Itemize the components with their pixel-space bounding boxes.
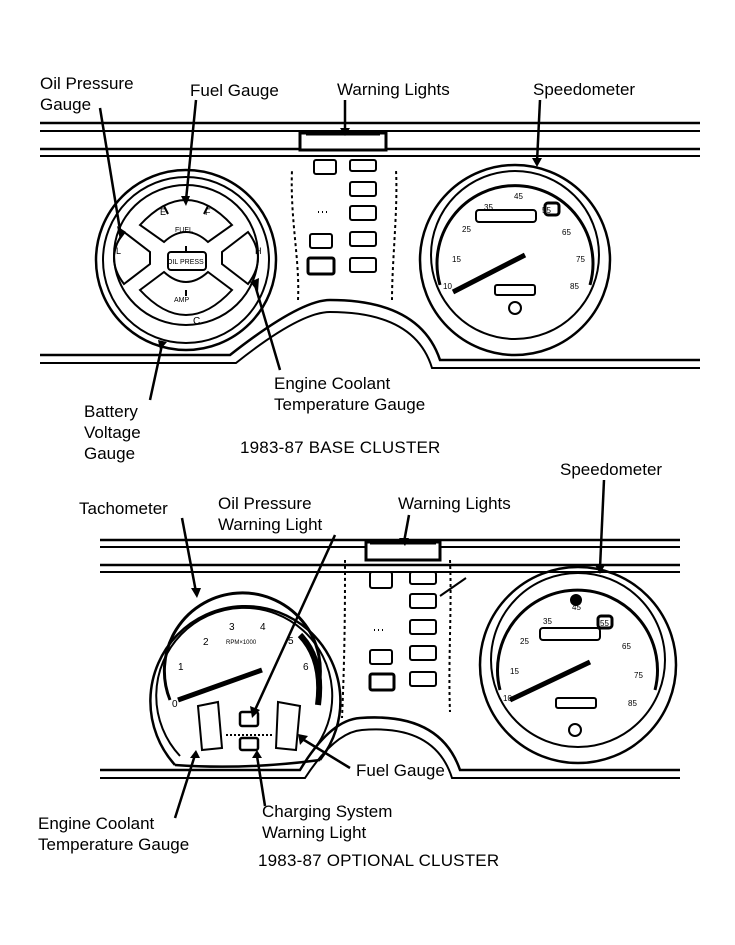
optional-cluster-caption: 1983-87 OPTIONAL CLUSTER — [258, 851, 500, 870]
callout-oil-pressure-gauge: Oil Pressure Gauge — [40, 74, 134, 114]
speedo-number: 25 — [462, 225, 471, 234]
speedo-number: 65 — [622, 642, 631, 651]
amp-face-label: AMP — [174, 297, 190, 304]
speedo-number: 75 — [634, 671, 643, 680]
speedo-number: 45 — [572, 603, 581, 612]
speedo-number: 15 — [452, 255, 461, 264]
optional-speedometer — [478, 565, 678, 765]
speedo-number: 10 — [443, 282, 452, 291]
optional-tachometer-scale: 0 1 2 3 4 5 6 RPM×1000 — [172, 622, 309, 710]
speedo-number: 55 — [600, 619, 609, 628]
base-speedometer-scale: 10 15 25 35 45 55 65 75 85 — [443, 192, 585, 291]
callout-warning-lights: Warning Lights — [337, 80, 450, 99]
callout-fuel-gauge: Fuel Gauge — [190, 81, 279, 100]
tach-number: 4 — [260, 622, 266, 633]
temp-hot-mark: H — [255, 246, 262, 256]
optional-dash-panel — [100, 538, 680, 779]
oil-face-label: OIL PRESS — [167, 259, 204, 266]
base-leader-lines — [98, 99, 542, 401]
volt-high-mark: C — [193, 316, 200, 327]
callout-oil-pressure-warning-light: Oil Pressure Warning Light — [218, 494, 323, 534]
optional-tachometer — [149, 591, 342, 768]
callout-speedometer: Speedometer — [560, 460, 663, 479]
optional-leader-lines — [173, 479, 606, 819]
optional-speedometer-scale: 10 15 25 35 45 55 65 75 85 — [503, 603, 643, 708]
speedo-number: 35 — [543, 617, 552, 626]
callout-fuel-gauge: Fuel Gauge — [356, 761, 445, 780]
speedo-number: 75 — [576, 255, 585, 264]
speedo-number: 35 — [484, 203, 493, 212]
callout-speedometer: Speedometer — [533, 80, 636, 99]
speedo-number: 15 — [510, 667, 519, 676]
fuel-face-label: FUEL — [175, 227, 193, 234]
base-combo-gauge — [94, 168, 278, 352]
speedo-number: 55 — [542, 206, 551, 215]
callout-charging-system-warning-light: Charging System Warning Light — [262, 802, 393, 842]
speedo-number: 25 — [520, 637, 529, 646]
speedo-number: 45 — [514, 192, 523, 201]
base-cluster-caption: 1983-87 BASE CLUSTER — [240, 438, 441, 457]
callout-warning-lights: Warning Lights — [398, 494, 511, 513]
tach-unit-label: RPM×1000 — [226, 640, 257, 646]
callout-engine-coolant-gauge: Engine Coolant Temperature Gauge — [38, 814, 190, 854]
tach-number: 3 — [229, 622, 235, 633]
speedo-number: 85 — [628, 699, 637, 708]
speedo-number: 65 — [562, 228, 571, 237]
oil-low-mark: L — [116, 246, 121, 256]
callout-engine-coolant-gauge: Engine Coolant Temperature Gauge — [274, 374, 426, 414]
speedo-number: 85 — [570, 282, 579, 291]
speedo-number: 10 — [503, 694, 512, 703]
tach-number: 5 — [288, 636, 294, 647]
tach-number: 1 — [178, 662, 184, 673]
callout-battery-voltage-gauge: Battery Voltage Gauge — [84, 402, 141, 463]
tach-number: 2 — [203, 637, 209, 648]
base-warning-lights-panel — [298, 130, 388, 276]
fuel-empty-mark: E — [160, 207, 166, 217]
tach-number: 6 — [303, 662, 309, 673]
tach-number: 0 — [172, 699, 178, 710]
base-speedometer — [418, 163, 612, 357]
fuel-full-mark: F — [205, 207, 211, 217]
callout-tachometer: Tachometer — [79, 499, 168, 518]
base-combo-face-text: FUEL AMP OIL PRESS F E H C L — [116, 207, 262, 327]
